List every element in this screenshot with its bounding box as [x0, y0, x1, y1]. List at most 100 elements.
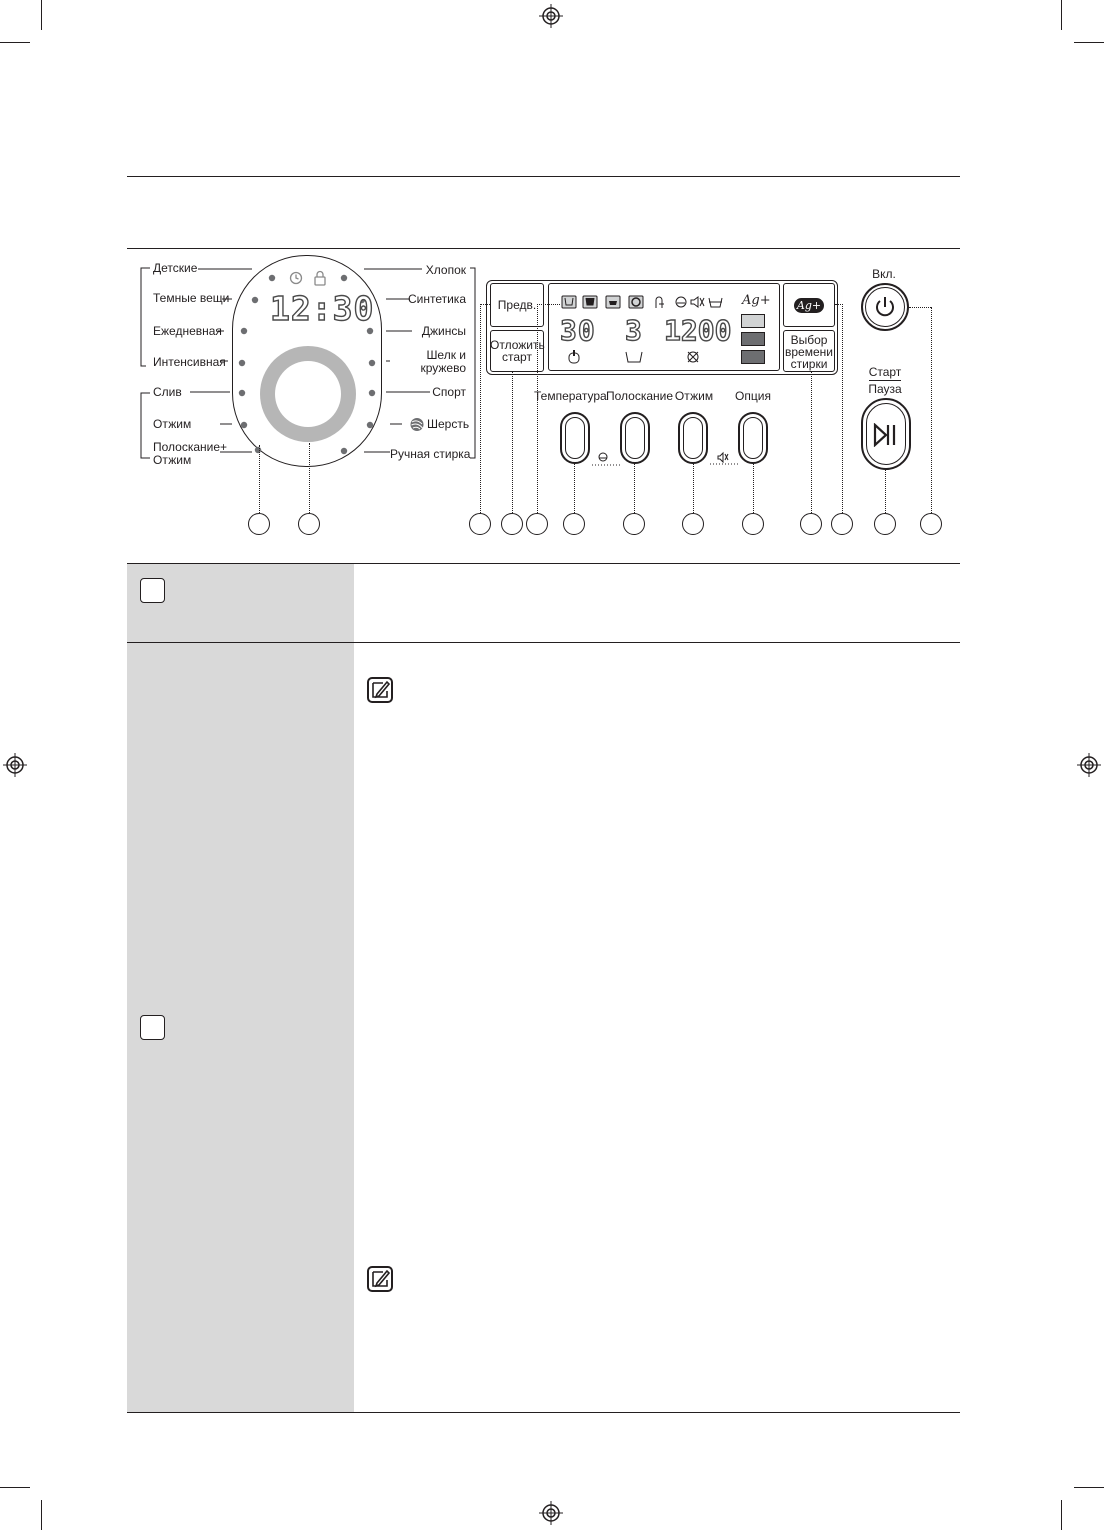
- control-display-panel: [486, 280, 838, 375]
- prewash-icon: [561, 295, 577, 309]
- table-bottom-rule: [127, 1412, 960, 1413]
- wash-time-button[interactable]: [783, 330, 835, 372]
- wool-icon: [410, 418, 424, 431]
- callout-circle: [526, 513, 548, 535]
- crop-mark: [1061, 0, 1062, 30]
- callout-line: [753, 464, 754, 513]
- program-label-drain: Слив: [153, 385, 182, 399]
- callout-line: [512, 372, 513, 513]
- crop-mark: [1074, 1487, 1104, 1488]
- callout-circle: [563, 513, 585, 535]
- mute-combo-icon: [710, 451, 738, 465]
- power-label: Вкл.: [872, 267, 896, 281]
- prewash-label: Предв.: [497, 298, 537, 312]
- status-icons-row: [561, 295, 723, 309]
- program-label-wool: Шерсть: [427, 417, 470, 431]
- program-label-synthetics: Синтетика: [407, 292, 466, 306]
- program-selector-knob-center: [275, 361, 341, 427]
- prewash-button[interactable]: [490, 283, 544, 327]
- temperature-button[interactable]: [560, 412, 590, 464]
- spin-icon: [628, 295, 644, 309]
- tub-icon: [708, 297, 723, 308]
- row-number-box: [140, 1015, 165, 1040]
- crop-mark: [1074, 42, 1104, 43]
- header-rule: [127, 248, 960, 249]
- callout-line: [480, 304, 481, 513]
- spin-button[interactable]: [678, 412, 708, 464]
- callout-line: [931, 307, 932, 513]
- callout-circle: [298, 513, 320, 535]
- rinse-icon: [605, 295, 621, 309]
- program-label-daily: Ежедневная: [153, 324, 222, 338]
- basin-icon: [741, 350, 765, 364]
- callout-circle: [831, 513, 853, 535]
- callout-line: [885, 470, 886, 513]
- program-label-intensive: Интенсивная: [153, 355, 226, 369]
- ag-display-mark: Ag+: [742, 293, 771, 308]
- crop-mark: [41, 0, 42, 30]
- play-pause-icon: [873, 423, 896, 447]
- crop-mark: [41, 1500, 42, 1530]
- callout-line: [835, 304, 843, 305]
- power-icon: [876, 297, 894, 317]
- bubble-icon: [675, 296, 687, 308]
- callout-line: [574, 464, 575, 513]
- callout-circle: [742, 513, 764, 535]
- clock-icon: [289, 271, 303, 285]
- callout-circle: [920, 513, 942, 535]
- spin-speed-display: 1200: [663, 314, 732, 347]
- program-label-dark: Темные вещи: [153, 291, 230, 305]
- program-label-handwash: Ручная стирка: [390, 447, 471, 461]
- callout-line: [537, 304, 560, 305]
- bubble-combo-icon: [592, 452, 620, 466]
- table-top-rule: [127, 563, 960, 564]
- control-panel-diagram: Детские Темные вещи Ежедневная Интенсивн…: [0, 0, 1104, 560]
- callout-line: [842, 304, 843, 513]
- crop-mark: [0, 42, 30, 43]
- table-row-rule: [127, 642, 960, 643]
- rinse-label: Полоскание: [606, 389, 674, 403]
- callout-circle: [469, 513, 491, 535]
- option-label: Опция: [735, 389, 771, 403]
- callout-circle: [800, 513, 822, 535]
- wash-icon: [582, 295, 598, 309]
- rinse-basin-icon: [625, 351, 643, 363]
- table-row-1-header: [127, 564, 354, 642]
- note-icon: [367, 1266, 393, 1292]
- shirt-icon: [741, 314, 765, 328]
- callout-line: [634, 464, 635, 513]
- start-label: Старт: [868, 365, 902, 379]
- callout-line: [811, 372, 812, 513]
- callout-line: [259, 445, 260, 513]
- callout-line: [693, 464, 694, 513]
- registration-mark-icon: [1077, 753, 1101, 777]
- callout-circle: [682, 513, 704, 535]
- pump-icon: [655, 296, 664, 308]
- program-label-spin: Отжим: [153, 417, 192, 431]
- registration-mark-icon: [539, 1501, 563, 1525]
- row-number-box: [140, 578, 165, 603]
- no-spin-icon: [687, 351, 699, 363]
- ag-icon: Ag+: [794, 298, 824, 313]
- temperature-label: Температура: [534, 389, 607, 403]
- crop-mark: [1061, 1500, 1062, 1530]
- program-label-jeans: Джинсы: [421, 324, 466, 338]
- right-leaders: [364, 267, 476, 459]
- callout-circle: [501, 513, 523, 535]
- header-rule: [127, 176, 960, 177]
- option-button[interactable]: [738, 412, 768, 464]
- callout-circle: [874, 513, 896, 535]
- spin-label: Отжим: [674, 389, 714, 403]
- delay-start-button[interactable]: [490, 330, 544, 372]
- dial-time-display: 12:30: [269, 289, 375, 328]
- temp-icon: [568, 350, 580, 364]
- delay-start-label: Отложить старт: [490, 338, 545, 364]
- rinse-button[interactable]: [620, 412, 650, 464]
- callout-line: [480, 304, 490, 305]
- program-label-sport: Спорт: [432, 385, 466, 399]
- start-pause-divider: [869, 380, 901, 381]
- program-label-rinse-spin: Полоскание+ Отжим: [153, 440, 228, 467]
- left-leaders: [190, 268, 252, 453]
- mute-icon: [690, 296, 705, 308]
- temperature-display: 30: [559, 314, 596, 347]
